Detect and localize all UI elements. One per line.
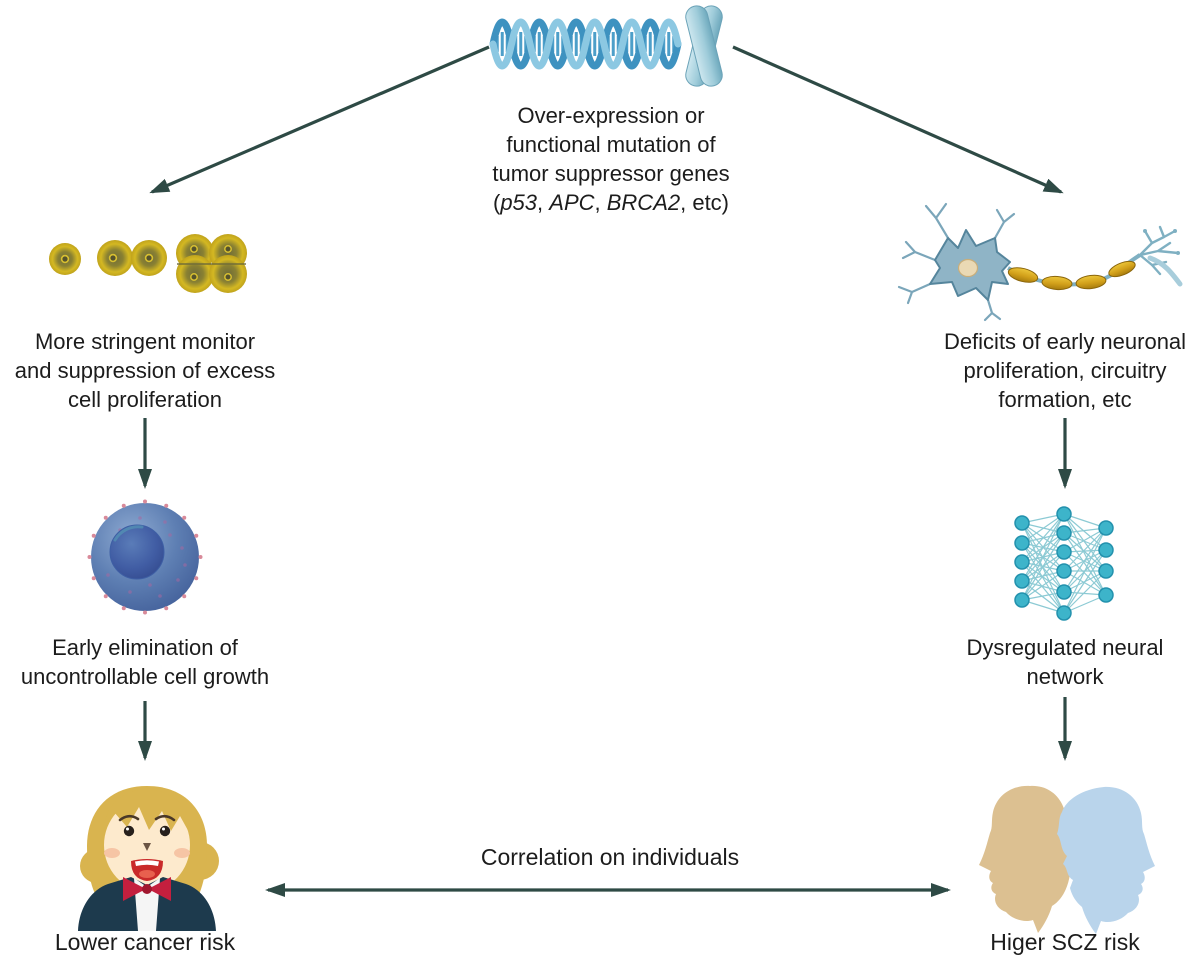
gene-apc: APC: [549, 190, 595, 215]
neural-network-icon: [1014, 506, 1114, 621]
top-gene-label-line2: functional mutation of: [506, 132, 716, 157]
left-result-label: Lower cancer risk: [54, 929, 236, 955]
chromosome-icon: [685, 5, 723, 87]
neuron-icon: [897, 202, 1183, 322]
dividing-cells-icon: [49, 234, 247, 293]
dna-helix-icon: [489, 18, 682, 70]
left-step2-label: Early elimination of uncontrollable cell…: [20, 635, 270, 689]
right-step1-label: Deficits of early neuronal proliferation…: [943, 329, 1187, 412]
top-gene-label-line1: Over-expression or: [517, 103, 705, 128]
right-result-label: Higer SCZ risk: [990, 929, 1140, 955]
woman-face-icon: [78, 786, 219, 931]
top-gene-label-line3: tumor suppressor genes: [492, 161, 730, 186]
correlation-label: Correlation on individuals: [480, 844, 740, 870]
cell-icon: [87, 499, 203, 615]
gene-brca2: BRCA2: [606, 190, 681, 215]
gene-p53: p53: [500, 190, 538, 215]
right-step2-label: Dysregulated neural network: [966, 635, 1164, 689]
left-step1-label: More stringent monitor and suppression o…: [14, 329, 276, 412]
top-gene-label-line4: (p53, APC, BRCA2, etc): [492, 190, 730, 215]
top-gene-label: Over-expression or functional mutation o…: [411, 101, 811, 217]
arrow-dna-to-right: [732, 45, 1064, 194]
arrow-dna-to-left: [149, 45, 490, 194]
two-heads-icon: [979, 785, 1155, 934]
arrows: [138, 45, 1072, 897]
